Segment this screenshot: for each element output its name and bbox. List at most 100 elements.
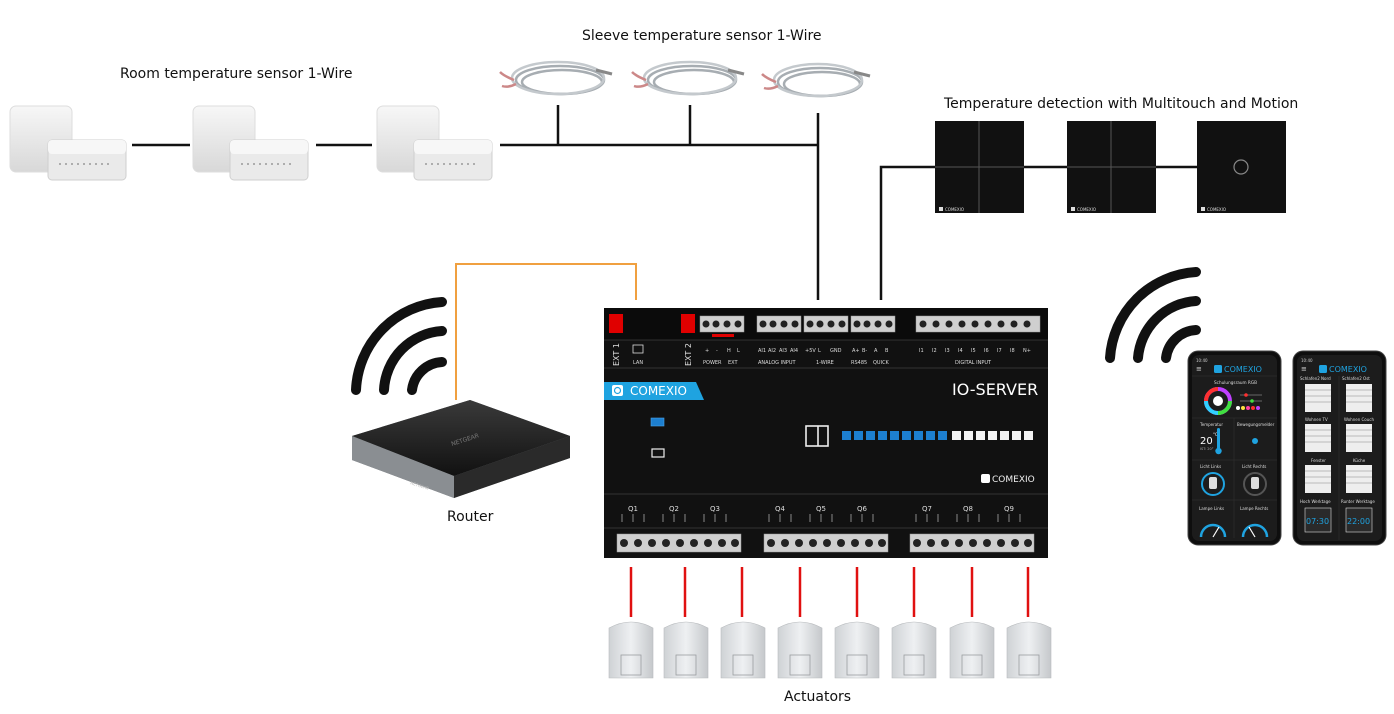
pin-power-1: - [716, 348, 718, 354]
smartphone-left: 10:40 COMEXIO ≡ Schulungsraum RGB Temper… [1187, 350, 1282, 546]
panel-brand-2: COMEXIO [1077, 207, 1096, 212]
io-brand-small: COMEXIO [992, 475, 1035, 485]
relay-symbol-icon [805, 425, 829, 447]
phone-left-light-left: Licht Links [1200, 464, 1221, 469]
pin-digital-1: I2 [932, 348, 937, 354]
phone-right-tile-3: Wohnen Couch [1344, 417, 1374, 422]
actuator-8 [1006, 621, 1052, 679]
panel-brand-1: COMEXIO [945, 207, 964, 212]
router-device: NETGEAR NETGEAR [352, 400, 570, 498]
phone-right-tile-6: Hoch Werktage [1300, 499, 1331, 504]
output-leds [842, 431, 1033, 440]
phone-right-time-left: 07:30 [1306, 517, 1329, 526]
wifi-icon-phones [1105, 267, 1201, 363]
phone-left-temp-unit: °C [1213, 432, 1218, 437]
motion-panel: COMEXIO [1197, 121, 1286, 213]
phone-right-tile-4: Fenster [1311, 458, 1326, 463]
pin-power-3: L [737, 348, 740, 354]
phone-right-brand: COMEXIO [1329, 365, 1367, 374]
lan-label: LAN [633, 360, 643, 366]
sleeve-sensor-2 [631, 60, 745, 96]
bus-wiring [132, 105, 1198, 300]
phone-right-tile-2: Wohnen TV [1305, 417, 1328, 422]
actuator-6 [891, 621, 937, 679]
multitouch-panel-2: COMEXIO [1067, 121, 1156, 213]
pin-analog-2: AI3 [779, 348, 787, 354]
output-q6: Q6 [857, 505, 868, 513]
output-q3: Q3 [710, 505, 720, 513]
pin-quick-0: A+ [852, 348, 860, 354]
phone-right-tile-0: Schlafen2 Nord [1300, 376, 1331, 381]
phone-left-temp-value: 20 [1200, 436, 1213, 447]
pin-digital-3: I4 [958, 348, 963, 354]
io-brand: COMEXIO [630, 384, 687, 398]
output-q9: Q9 [1004, 505, 1014, 513]
output-labels: Q1 Q2 Q3 Q4 Q5 Q6 Q7 Q8 Q9 [628, 505, 1014, 513]
multitouch-panel-1: COMEXIO [935, 121, 1024, 213]
pin-digital-4: I5 [971, 348, 976, 354]
actuators-label: Actuators [784, 689, 852, 705]
phone-left-lamp-left: Lampe Links [1199, 506, 1224, 511]
actuator-1 [608, 621, 654, 679]
phone-right-time-right: 22:00 [1347, 517, 1370, 526]
actuator-7 [949, 621, 995, 679]
svg-text:≡: ≡ [1196, 365, 1202, 373]
actuator-wires [629, 567, 1030, 617]
phone-left-lamp-right: Lampe Rechts [1240, 506, 1268, 511]
pin-digital-6: I7 [997, 348, 1002, 354]
phone-right-time: 10:40 [1301, 358, 1313, 363]
io-server: EXT 1 EXT 2 LAN + - H L POWER EXT AI1 AI… [604, 308, 1048, 558]
io-label-row: EXT 1 EXT 2 LAN + - H L POWER EXT AI1 AI… [604, 339, 1048, 369]
brand-band [604, 382, 704, 400]
power-label: POWER [703, 360, 722, 366]
actuator-3 [720, 621, 766, 679]
lan-status-led [650, 417, 665, 427]
router-brand-front: NETGEAR [410, 480, 430, 491]
pin-digital-5: I6 [984, 348, 989, 354]
room-sensor-3 [376, 105, 493, 181]
phone-right-tile-1: Schlafen2 Ost [1342, 376, 1370, 381]
ext1-port [609, 314, 623, 333]
bottom-screws [620, 539, 1032, 547]
sleeve-sensor-label: Sleeve temperature sensor 1-Wire [582, 28, 822, 44]
pin-digital-2: I3 [945, 348, 950, 354]
actuator-5 [834, 621, 880, 679]
actuator-2 [663, 621, 709, 679]
phone-left-motion-title: Bewegungsmelder [1237, 422, 1275, 427]
one-wire-label: 1-WIRE [816, 360, 834, 366]
pin-analog-3: AI4 [790, 348, 798, 354]
ext1-label: EXT 1 [612, 343, 621, 366]
phone-left-rgb-title: Schulungsraum RGB [1214, 380, 1257, 385]
pin-analog-0: AI1 [758, 348, 766, 354]
svg-text:≡: ≡ [1301, 365, 1307, 373]
pin-quick-3: B [885, 348, 889, 354]
pin-analog-1: AI2 [768, 348, 776, 354]
ext-label: EXT [728, 360, 738, 366]
sleeve-sensor-1 [499, 60, 613, 96]
pin-power-0: + [705, 348, 709, 354]
pin-power-2: H [727, 348, 731, 354]
output-q8: Q8 [963, 505, 973, 513]
phone-left-time: 10:40 [1196, 358, 1208, 363]
pin-onewire-2: GND [830, 348, 842, 354]
room-sensor-label: Room temperature sensor 1-Wire [120, 66, 353, 82]
pin-digital-8: N+ [1023, 348, 1031, 354]
room-sensor-2 [192, 105, 309, 181]
phone-left-temp-sub: IST: 20° [1200, 447, 1214, 451]
output-q1: Q1 [628, 505, 638, 513]
phone-right-tile-7: Runter Werktage [1341, 499, 1375, 504]
pin-onewire-0: +5V [805, 348, 816, 354]
pin-quick-1: B- [862, 348, 867, 354]
pin-onewire-1: L [818, 348, 821, 354]
output-terminal-symbols [621, 514, 1021, 522]
rs-label: RS485 [851, 360, 867, 366]
phone-left-temp-title: Temperatur [1199, 422, 1223, 427]
actuator-4 [777, 621, 823, 679]
output-q2: Q2 [669, 505, 679, 513]
quick-label: QUICK [873, 360, 890, 366]
detection-label: Temperature detection with Multitouch an… [944, 96, 1299, 112]
pin-digital-0: I1 [919, 348, 924, 354]
phone-left-brand: COMEXIO [1224, 365, 1262, 374]
router-label: Router [447, 509, 494, 525]
